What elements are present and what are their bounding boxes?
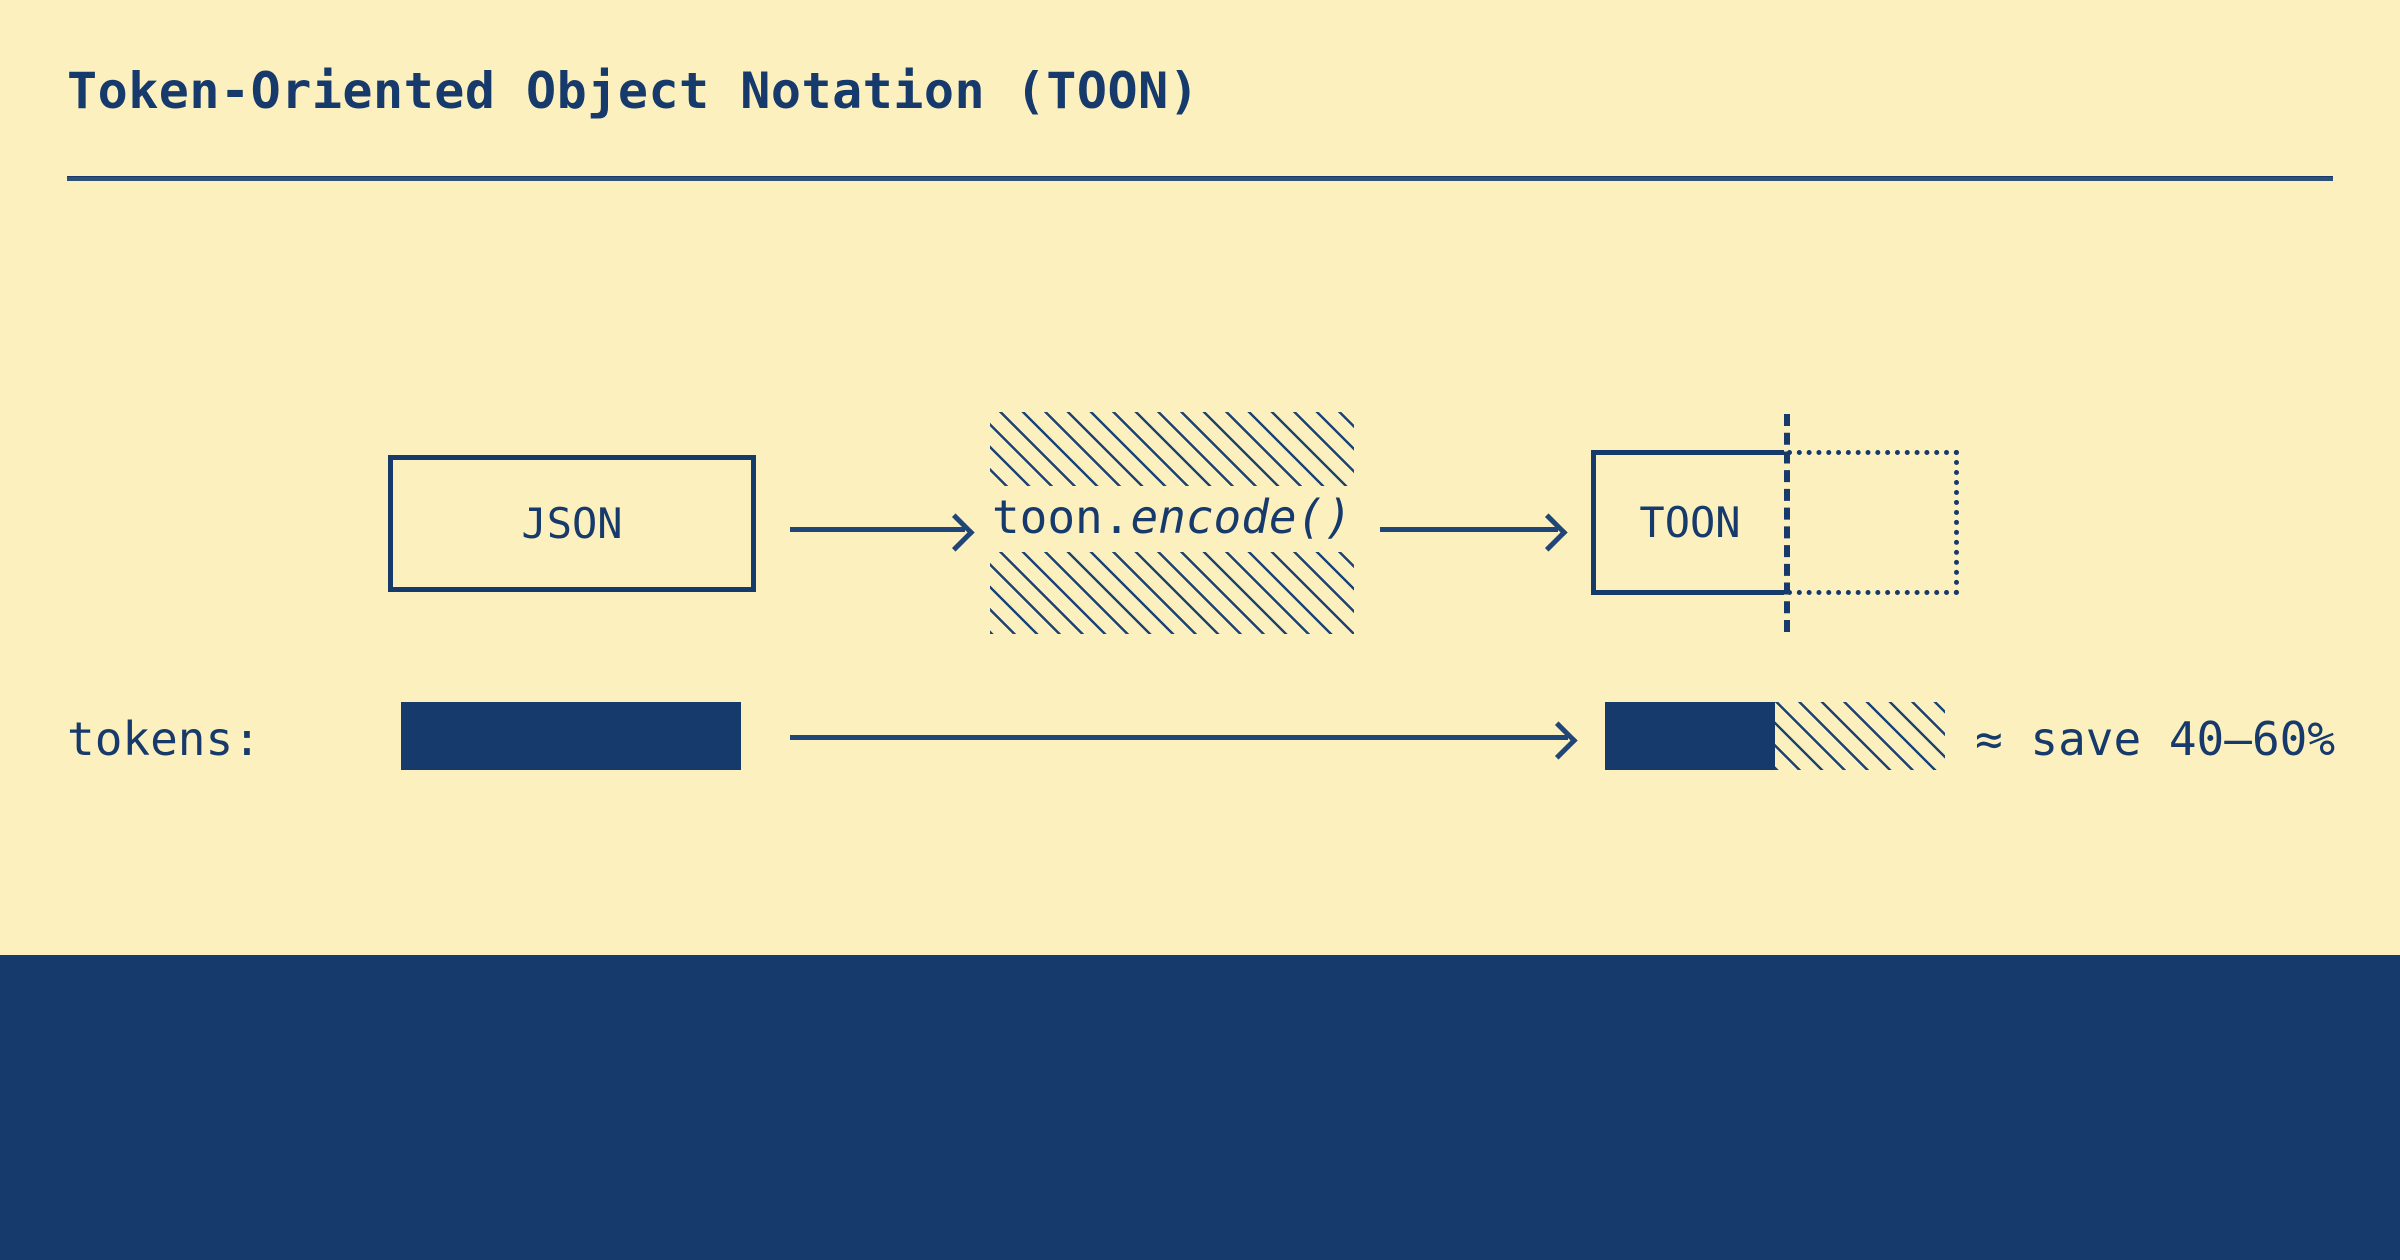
toon-token-bar: [1605, 702, 1945, 770]
json-token-bar: [401, 702, 741, 770]
hatch-pattern-bottom: [990, 552, 1354, 634]
emit-arrow-icon: [1380, 527, 1558, 532]
toon-token-bar-saved: [1775, 702, 1945, 770]
title-divider: [67, 176, 2333, 181]
hatch-pattern-top: [990, 412, 1354, 494]
json-node-label: JSON: [521, 499, 623, 548]
savings-note: ≈ save 40–60%: [1975, 712, 2336, 766]
tokens-comparison-arrow-icon: [790, 735, 1568, 740]
encode-label-method: encode(): [1130, 490, 1353, 544]
toon-node-solid-part: TOON: [1591, 450, 1784, 595]
toon-token-bar-used: [1605, 702, 1775, 770]
toon-node-divider: [1784, 414, 1790, 632]
toon-node: TOON: [1591, 414, 1959, 632]
encode-process-node: toon.encode(): [990, 412, 1354, 634]
json-node: JSON: [388, 455, 756, 592]
tokens-row-label: tokens:: [67, 712, 261, 766]
encode-node-label: toon.encode(): [990, 486, 1354, 548]
page-title: Token-Oriented Object Notation (TOON): [67, 62, 1200, 120]
toon-node-label: TOON: [1639, 498, 1741, 547]
encode-label-namespace: toon.: [991, 490, 1131, 544]
encode-arrow-icon: [790, 527, 965, 532]
sample-panel: sample: JSON → { "tags": ["jazz", "chill…: [0, 955, 2400, 1260]
toon-node-dotted-part: [1787, 450, 1959, 595]
